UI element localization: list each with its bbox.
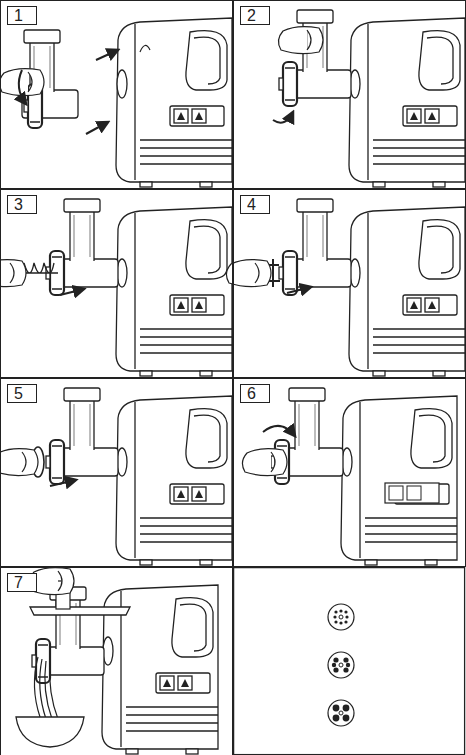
step-number: 5 xyxy=(7,384,37,403)
step-panel: 2 xyxy=(233,0,466,189)
step-6-art xyxy=(242,388,457,565)
step-number: 1 xyxy=(7,6,37,25)
step-number: 6 xyxy=(240,384,270,403)
step-number: 2 xyxy=(240,6,270,25)
step-panel: 1 xyxy=(0,0,233,189)
step-4-art xyxy=(226,199,465,376)
step-number: 4 xyxy=(240,195,270,214)
step-2-art xyxy=(273,10,465,187)
step-1-art xyxy=(0,18,232,187)
step-panel: 3 xyxy=(0,189,233,378)
plates-panel xyxy=(234,568,465,755)
step-panel: 6 xyxy=(233,378,466,567)
step-number: 3 xyxy=(7,195,37,214)
step-panel: 4 xyxy=(233,189,466,378)
step-panel: 7 xyxy=(0,567,233,755)
step-3-art xyxy=(0,199,232,376)
step-5-art xyxy=(0,388,232,565)
step-panel: 5 xyxy=(0,378,233,567)
step-7-art xyxy=(16,568,218,754)
step-number: 7 xyxy=(7,573,37,592)
